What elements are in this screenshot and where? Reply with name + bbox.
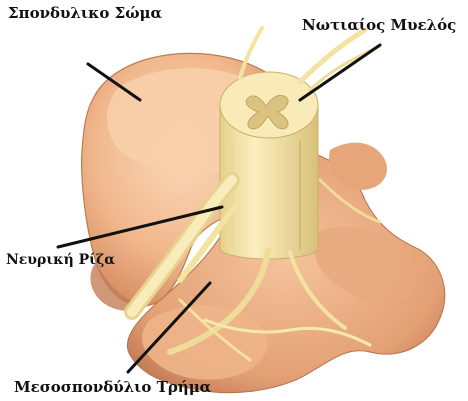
- label-vertebral-body: Σπονδυλικο Σώμα: [8, 6, 162, 21]
- spinal-cord: [220, 72, 318, 259]
- label-intervertebral-foramen: Μεσοσπονδύλιο Τρήμα: [14, 380, 211, 395]
- label-nerve-root: Νευρική Ρίζα: [6, 253, 115, 267]
- label-spinal-cord: Νωτιαίος Μυελός: [302, 18, 456, 33]
